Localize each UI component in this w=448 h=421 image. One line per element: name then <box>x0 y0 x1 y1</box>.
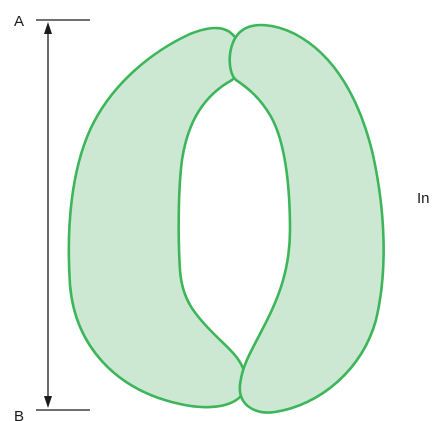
left-guard-cell <box>67 26 248 409</box>
right-guard-cell <box>228 23 385 414</box>
label-in: In <box>417 190 430 207</box>
label-a: A <box>14 13 24 30</box>
arrow-head-down-icon <box>44 396 52 408</box>
label-b: B <box>14 408 24 421</box>
arrow-head-up-icon <box>44 22 52 34</box>
